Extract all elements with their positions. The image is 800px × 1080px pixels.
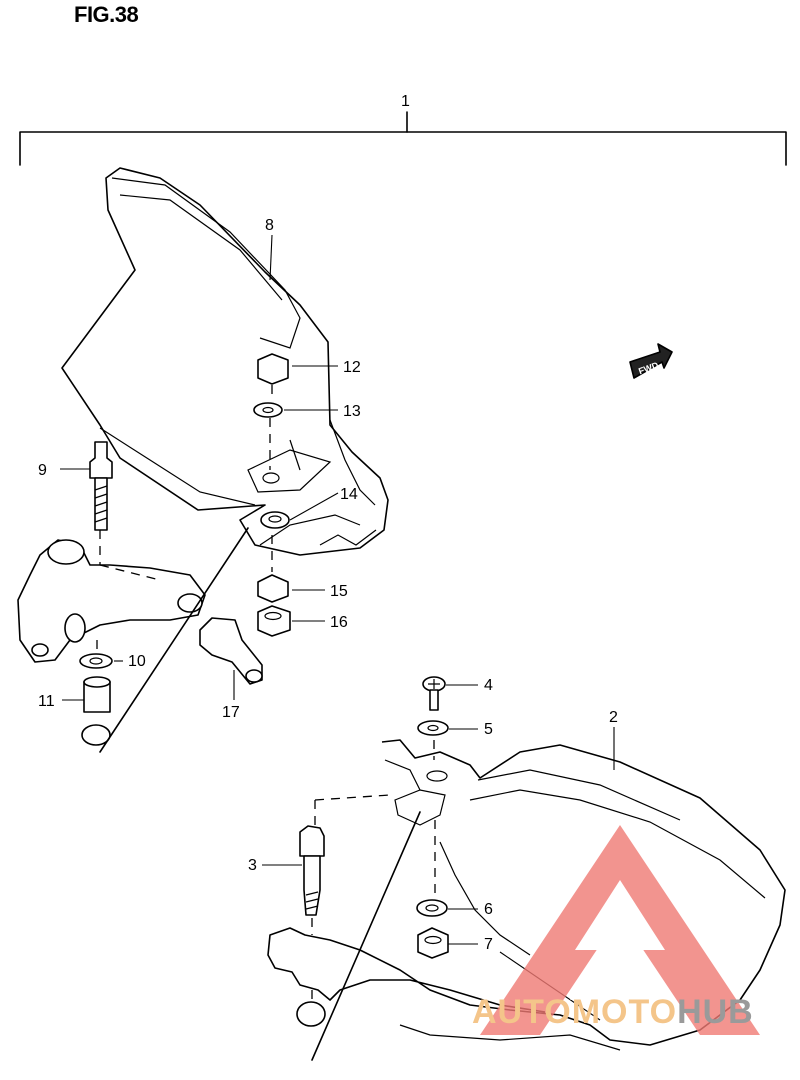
screw-part-4 [422, 676, 446, 711]
callout-5: 5 [484, 721, 493, 738]
bolt-part-3 [299, 825, 325, 916]
callout-8: 8 [265, 217, 274, 234]
callout-15: 15 [330, 583, 348, 600]
watermark-logo [480, 825, 760, 1035]
assembly-bracket [19, 111, 787, 166]
callout-10: 10 [128, 653, 146, 670]
callout-13: 13 [343, 403, 361, 420]
nut-part-15 [257, 574, 289, 603]
callout-9: 9 [38, 462, 47, 479]
washer-part-13 [253, 402, 283, 418]
left-assembly-dash-lines [96, 385, 273, 753]
callout-2: 2 [609, 709, 618, 726]
fwd-arrow-icon: FWD [629, 343, 673, 379]
nut-part-16 [257, 605, 291, 637]
grommet-part-17 [199, 617, 263, 685]
callout-12: 12 [343, 359, 361, 376]
cap-nut-part-12 [257, 353, 289, 385]
callout-6: 6 [484, 901, 493, 918]
washer-part-5 [417, 720, 449, 736]
callout-17: 17 [222, 704, 240, 721]
washer-part-10 [79, 653, 113, 669]
callout-11: 11 [38, 693, 55, 710]
leader-lines [60, 234, 615, 1021]
watermark-text-automoto: AUTOMOTO [472, 993, 678, 1031]
washer-part-6 [416, 899, 448, 917]
callout-4: 4 [484, 677, 493, 694]
callout-14: 14 [340, 486, 358, 503]
figure-title: FIG.38 [74, 2, 139, 27]
callout-7: 7 [484, 936, 493, 953]
bolt-part-9 [89, 441, 113, 531]
callout-labels: 1 2 3 4 5 6 7 8 9 10 11 12 13 14 15 16 1… [38, 93, 618, 953]
left-handguard-part-8 [61, 167, 389, 556]
spacer-part-11 [81, 676, 111, 746]
callout-16: 16 [330, 614, 348, 631]
watermark-text: AUTOMOTOHUB [472, 993, 754, 1032]
callout-1: 1 [401, 93, 410, 110]
nut-part-7 [417, 927, 449, 959]
watermark-text-hub: HUB [677, 993, 754, 1031]
bushing-part-14 [260, 511, 290, 529]
right-assembly-dash-lines [311, 740, 436, 1061]
lower-clamp-nut [296, 1001, 326, 1027]
left-clamp-assembly [17, 539, 206, 663]
callout-3: 3 [248, 857, 257, 874]
